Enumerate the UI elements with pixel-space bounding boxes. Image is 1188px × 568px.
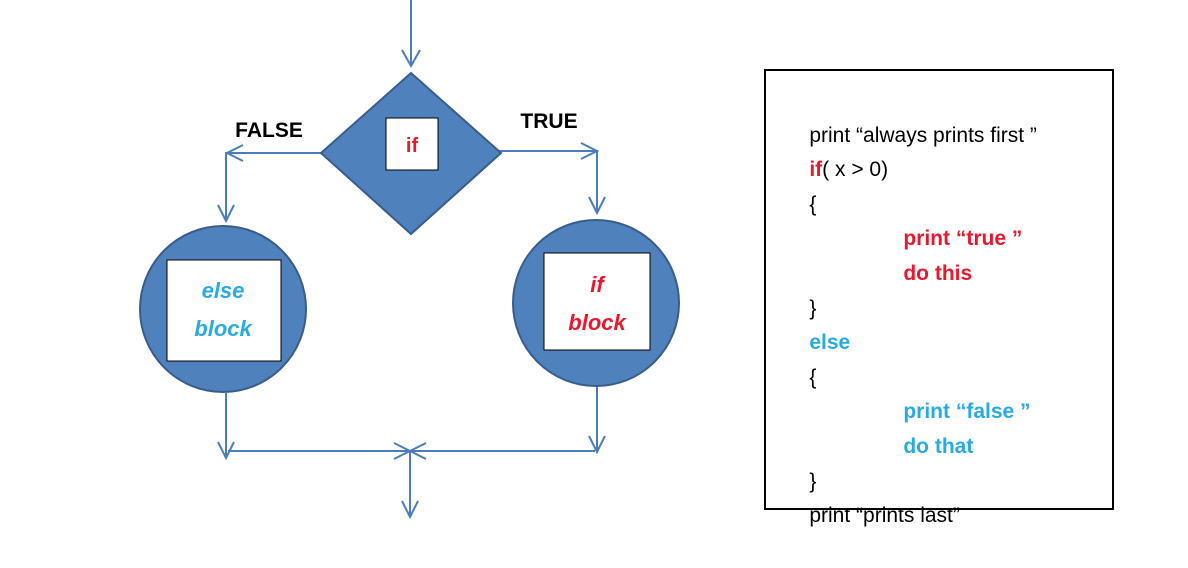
code-listing: print “always prints first ” if( x > 0) … — [764, 69, 1114, 527]
code-if-keyword: if — [809, 158, 823, 182]
code-line-7: else — [786, 292, 1112, 354]
false-arrowhead-down — [217, 204, 235, 224]
code-line-9: print “false ” — [786, 361, 1112, 423]
decision-label: if — [406, 135, 419, 157]
else-exit-arrowhead — [217, 441, 235, 461]
else-block-label-line1: else — [202, 278, 245, 303]
decision-label-box — [385, 117, 439, 171]
false-label: FALSE — [235, 119, 303, 142]
code-line-2: if( x > 0) — [786, 119, 1112, 181]
if-block-label-line1: if — [590, 272, 606, 297]
true-arrowhead-right — [580, 142, 600, 160]
code-line-5: do this — [786, 222, 1112, 285]
code-if-condition: ( x > 0) — [822, 158, 889, 182]
code-else-keyword: else — [809, 331, 851, 355]
code-print-true: print “true ” — [903, 227, 1023, 251]
code-print-false: print “false ” — [903, 400, 1031, 424]
false-connector — [225, 152, 323, 221]
code-do-that: do that — [903, 434, 974, 458]
code-line-1: print “always prints first ” — [786, 84, 1112, 147]
false-arrowhead-left — [224, 144, 244, 162]
code-line-3: { — [786, 153, 1112, 216]
true-label: TRUE — [520, 110, 577, 133]
code-close-brace-if: } — [809, 296, 817, 320]
code-line-8: { — [786, 326, 1112, 389]
code-open-brace-if: { — [809, 192, 817, 216]
code-line-4: print “true ” — [786, 188, 1112, 250]
code-open-brace-else: { — [809, 365, 817, 389]
true-connector — [499, 150, 598, 213]
code-close-brace-else: } — [809, 469, 817, 493]
if-block-box — [543, 252, 651, 351]
if-exit-arrowhead — [588, 435, 606, 455]
code-do-this: do this — [903, 261, 973, 285]
code-print-first: print “always prints first ” — [809, 123, 1037, 147]
code-line-6: } — [786, 257, 1112, 320]
if-block-label-line2: block — [568, 310, 627, 335]
flowchart-diagram: if FALSE TRUE else block if block — [139, 0, 680, 520]
code-line-12: print “prints last” — [786, 465, 1112, 527]
code-print-last: print “prints last” — [809, 504, 960, 528]
exit-arrowhead — [401, 500, 419, 520]
entry-arrowhead — [401, 49, 421, 69]
else-block-label-line2: block — [194, 316, 253, 341]
code-line-11: } — [786, 430, 1112, 493]
code-line-10: do that — [786, 395, 1112, 458]
else-block-box — [166, 259, 282, 362]
true-arrowhead-down — [588, 196, 606, 216]
